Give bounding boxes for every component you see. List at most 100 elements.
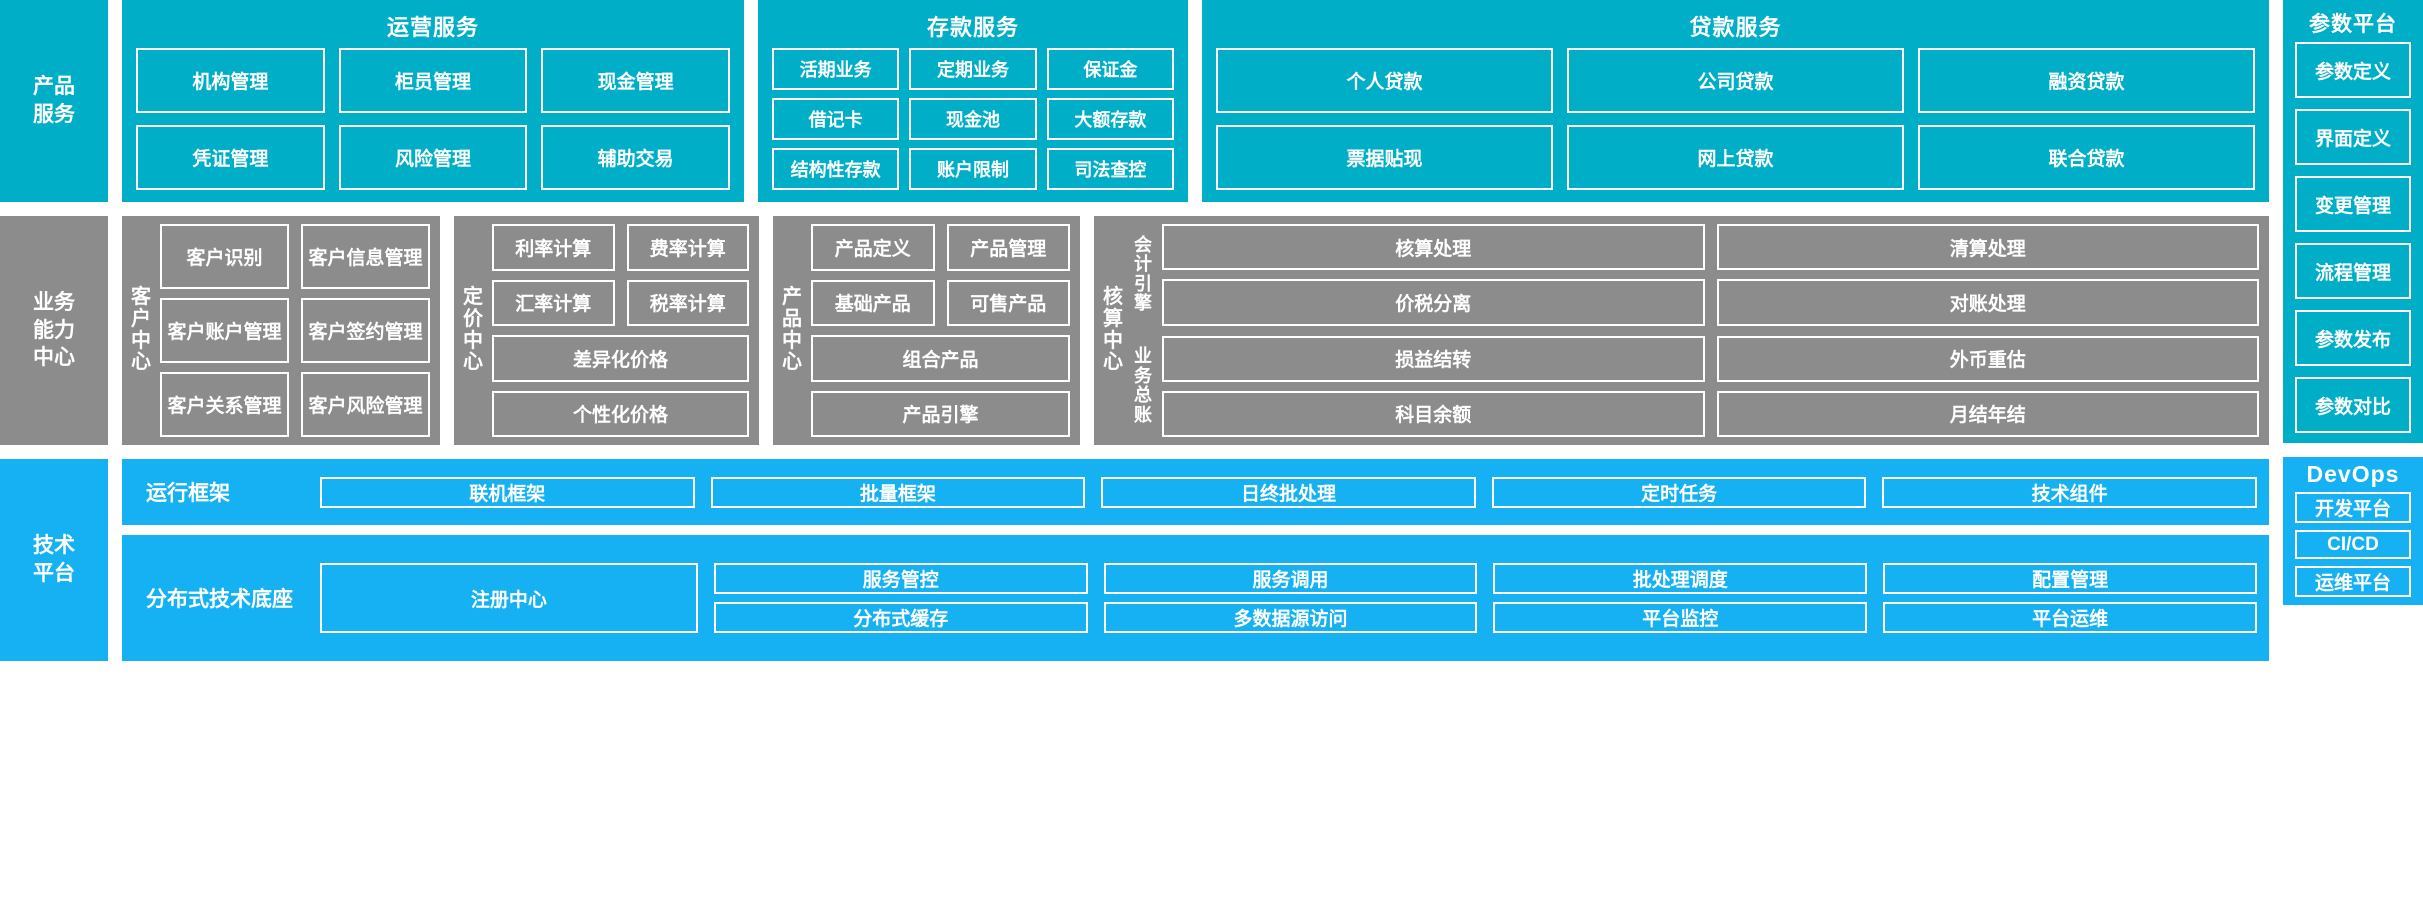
price-item-interest-calc[interactable]: 利率计算 (492, 224, 615, 271)
accounting-engine-items: 核算处理 清算处理 价税分离 对账处理 (1158, 224, 2259, 326)
pricing-center-items: 利率计算 费率计算 汇率计算 税率计算 差异化价格 个性化价格 (488, 224, 749, 437)
acct-item-reconciliation[interactable]: 对账处理 (1716, 279, 2259, 326)
price-item-fx-calc[interactable]: 汇率计算 (492, 279, 615, 326)
dep-item-account-limit[interactable]: 账户限制 (909, 148, 1037, 190)
acct-item-settlement-process[interactable]: 清算处理 (1716, 224, 2259, 271)
product-center-label: 产品中心 (782, 286, 802, 374)
db-item-platform-monitoring[interactable]: 平台监控 (1493, 602, 1868, 633)
prod-item-management[interactable]: 产品管理 (946, 224, 1070, 271)
cust-item-account-mgmt[interactable]: 客户账户管理 (160, 298, 289, 363)
db-item-registry-center[interactable]: 注册中心 (320, 563, 698, 633)
rt-item-scheduled-task[interactable]: 定时任务 (1491, 476, 1867, 508)
loan-item-corporate[interactable]: 公司贷款 (1567, 48, 1904, 113)
price-item-fee-calc[interactable]: 费率计算 (626, 224, 749, 271)
devops-items: 开发平台 CI/CD 运维平台 (2295, 492, 2411, 597)
ops-item-org-mgmt[interactable]: 机构管理 (136, 48, 325, 113)
runtime-framework-caption: 运行框架 (146, 482, 230, 505)
rt-item-eod-batch[interactable]: 日终批处理 (1101, 476, 1476, 508)
accounting-group-ledger: 业务总账 损益结转 外币重估 科目余额 月结年结 (1128, 335, 2259, 437)
db-item-service-invocation[interactable]: 服务调用 (1103, 563, 1478, 594)
prod-item-engine[interactable]: 产品引擎 (811, 390, 1070, 437)
accounting-center-label: 核算中心 (1103, 286, 1123, 374)
param-item-define[interactable]: 参数定义 (2295, 42, 2411, 98)
panel-accounting-center: 核算中心 会计引擎 核算处理 清算处理 价税分离 对账处理 业务总账 损益结转 (1094, 216, 2269, 445)
loan-item-financing[interactable]: 融资贷款 (1918, 48, 2255, 113)
ops-item-cash-mgmt[interactable]: 现金管理 (541, 48, 730, 113)
dep-item-margin[interactable]: 保证金 (1046, 48, 1174, 90)
db-item-config-management[interactable]: 配置管理 (1883, 563, 2257, 594)
devops-item-ops-platform[interactable]: 运维平台 (2295, 566, 2411, 597)
loan-item-syndicated[interactable]: 联合贷款 (1918, 125, 2255, 190)
prod-item-base-product[interactable]: 基础产品 (811, 279, 935, 326)
panel-loan-service: 贷款服务 个人贷款 公司贷款 融资贷款 票据贴现 网上贷款 联合贷款 (1202, 0, 2269, 202)
param-item-process-mgmt[interactable]: 流程管理 (2295, 243, 2411, 299)
param-item-compare[interactable]: 参数对比 (2295, 377, 2411, 433)
prod-item-definition[interactable]: 产品定义 (811, 224, 935, 271)
dep-item-debit-card[interactable]: 借记卡 (772, 98, 900, 140)
parameter-platform-title: 参数平台 (2309, 13, 2397, 36)
cust-item-info-mgmt[interactable]: 客户信息管理 (301, 224, 430, 289)
acct-item-fx-revaluation[interactable]: 外币重估 (1716, 335, 2259, 382)
prod-item-sellable-product[interactable]: 可售产品 (946, 279, 1070, 326)
dep-item-large-deposit[interactable]: 大额存款 (1046, 98, 1174, 140)
row-technical-platform: 技术 平台 运行框架 联机框架 批量框架 日终批处理 定时任务 技术组件 分布式… (0, 459, 2269, 661)
loan-item-personal[interactable]: 个人贷款 (1216, 48, 1553, 113)
right-column: 参数平台 参数定义 界面定义 变更管理 流程管理 参数发布 参数对比 DevOp… (2283, 0, 2423, 605)
customer-center-label: 客户中心 (131, 286, 151, 374)
db-item-batch-scheduling[interactable]: 批处理调度 (1493, 563, 1868, 594)
cust-item-contract-mgmt[interactable]: 客户签约管理 (301, 298, 430, 363)
dep-item-cash-pool[interactable]: 现金池 (909, 98, 1037, 140)
rail-technical-platform: 技术 平台 (0, 459, 108, 661)
cust-item-identify[interactable]: 客户识别 (160, 224, 289, 289)
acct-item-price-tax-split[interactable]: 价税分离 (1162, 279, 1705, 326)
devops-item-dev-platform[interactable]: 开发平台 (2295, 492, 2411, 523)
parameter-platform-panel: 参数平台 参数定义 界面定义 变更管理 流程管理 参数发布 参数对比 (2283, 0, 2423, 443)
prod-item-composite[interactable]: 组合产品 (811, 335, 1070, 382)
price-item-personalized[interactable]: 个性化价格 (492, 390, 749, 437)
panel-operation-service: 运营服务 机构管理 柜员管理 现金管理 凭证管理 风险管理 辅助交易 (122, 0, 744, 202)
panel-pricing-center: 定价中心 利率计算 费率计算 汇率计算 税率计算 差异化价格 个性化价格 (454, 216, 759, 445)
param-item-ui-define[interactable]: 界面定义 (2295, 109, 2411, 165)
rt-item-online-framework[interactable]: 联机框架 (320, 476, 695, 508)
ops-item-teller-mgmt[interactable]: 柜员管理 (338, 48, 528, 113)
param-item-change-mgmt[interactable]: 变更管理 (2295, 176, 2411, 232)
panel-customer-center: 客户中心 客户识别 客户信息管理 客户账户管理 客户签约管理 客户关系管理 客户… (122, 216, 440, 445)
acct-item-accounting-process[interactable]: 核算处理 (1162, 224, 1705, 271)
cust-item-risk-mgmt[interactable]: 客户风险管理 (301, 372, 430, 437)
acct-item-pl-carryover[interactable]: 损益结转 (1162, 335, 1705, 382)
db-item-service-governance[interactable]: 服务管控 (713, 563, 1088, 594)
acct-item-subject-balance[interactable]: 科目余额 (1162, 390, 1705, 437)
dep-item-time[interactable]: 定期业务 (909, 48, 1037, 90)
cust-item-relation-mgmt[interactable]: 客户关系管理 (160, 372, 289, 437)
db-item-multi-datasource[interactable]: 多数据源访问 (1103, 602, 1478, 633)
db-item-platform-ops[interactable]: 平台运维 (1883, 602, 2257, 633)
acct-item-month-year-close[interactable]: 月结年结 (1716, 390, 2259, 437)
loan-item-bill-discount[interactable]: 票据贴现 (1216, 125, 1553, 190)
operation-service-items: 机构管理 柜员管理 现金管理 凭证管理 风险管理 辅助交易 (122, 48, 744, 202)
accounting-engine-label: 会计引擎 (1134, 234, 1152, 314)
rt-item-tech-components[interactable]: 技术组件 (1882, 476, 2257, 508)
price-item-differentiated[interactable]: 差异化价格 (492, 335, 749, 382)
accounting-group-engine: 会计引擎 核算处理 清算处理 价税分离 对账处理 (1128, 224, 2259, 326)
rail-business-capability-line2: 能力 (33, 318, 75, 342)
dep-item-judicial[interactable]: 司法查控 (1046, 148, 1174, 190)
panel-product-center: 产品中心 产品定义 产品管理 基础产品 可售产品 组合产品 产品引擎 (773, 216, 1080, 445)
ops-item-voucher-mgmt[interactable]: 凭证管理 (136, 125, 325, 190)
devops-item-cicd[interactable]: CI/CD (2295, 530, 2411, 559)
row-product-service: 产品 服务 运营服务 机构管理 柜员管理 现金管理 凭证管理 风险管理 辅助交易… (0, 0, 2269, 202)
db-column-1: 服务管控 分布式缓存 (713, 563, 1088, 633)
dep-item-demand[interactable]: 活期业务 (772, 48, 900, 90)
technical-platform-bands: 运行框架 联机框架 批量框架 日终批处理 定时任务 技术组件 分布式技术底座 注… (122, 459, 2269, 661)
rt-item-batch-framework[interactable]: 批量框架 (710, 476, 1086, 508)
db-column-2: 服务调用 多数据源访问 (1103, 563, 1478, 633)
db-item-distributed-cache[interactable]: 分布式缓存 (713, 602, 1088, 633)
param-item-publish[interactable]: 参数发布 (2295, 310, 2411, 366)
ops-item-aux-txn[interactable]: 辅助交易 (541, 125, 730, 190)
loan-item-online[interactable]: 网上贷款 (1567, 125, 1904, 190)
price-item-tax-calc[interactable]: 税率计算 (626, 279, 749, 326)
deposit-service-title: 存款服务 (926, 15, 1019, 40)
ops-item-risk-mgmt[interactable]: 风险管理 (338, 125, 528, 190)
dep-item-structured[interactable]: 结构性存款 (772, 148, 900, 190)
accounting-center-groups: 会计引擎 核算处理 清算处理 价税分离 对账处理 业务总账 损益结转 外币重估 … (1128, 224, 2259, 437)
customer-center-items: 客户识别 客户信息管理 客户账户管理 客户签约管理 客户关系管理 客户风险管理 (156, 224, 430, 437)
